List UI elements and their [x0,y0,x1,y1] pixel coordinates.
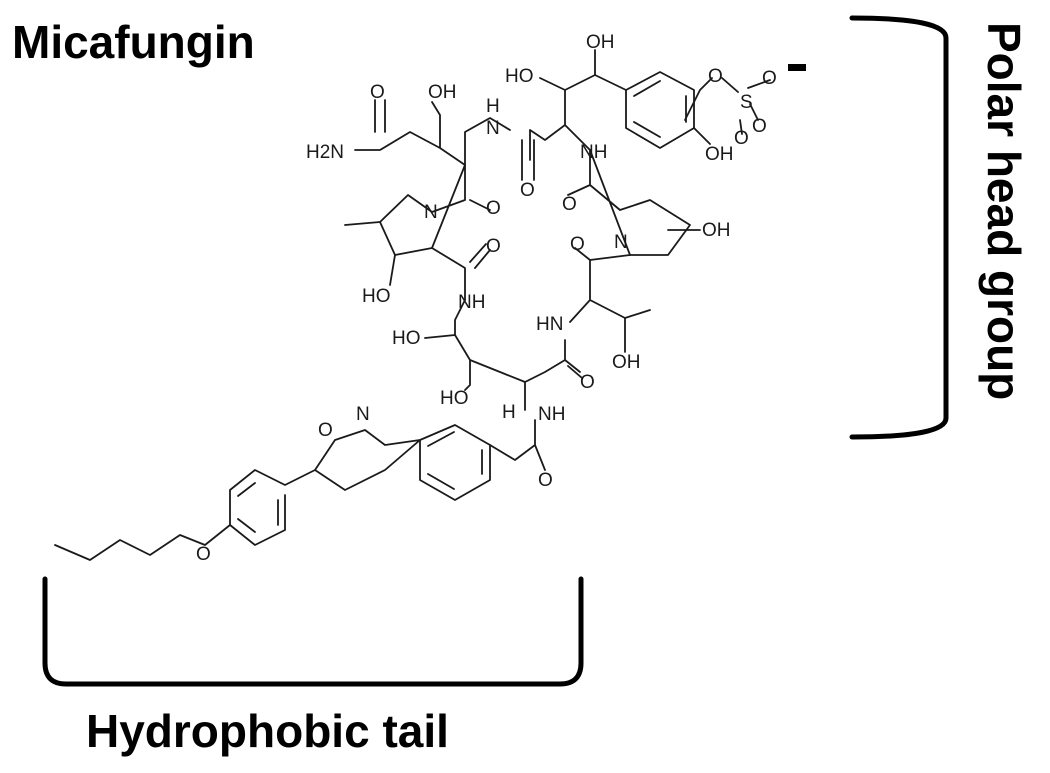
head-bracket [849,15,949,440]
atom-o-ether: O [196,544,211,565]
tail-bracket [42,576,584,687]
atom-o-isoxazole: O [318,420,333,441]
atom-oh-catechol: OH [705,144,734,165]
atom-oh-right-lower: OH [612,352,641,373]
atom-o-upper-carbonyl: O [520,180,535,201]
atom-h2n: H2N [306,142,344,163]
atom-hn-right: HN [536,314,563,335]
negative-charge-mark [788,64,806,71]
atom-s: S [740,92,753,113]
atom-nh-left: NH [458,292,485,313]
atom-o-lower-carbonyl: O [580,372,595,393]
atom-nh-upper-right: NH [580,142,607,163]
atom-o-right-carbonyl: O [570,234,585,255]
atom-labels: OH HO O S O O O OH NH O H N OH O H2N N O… [196,32,777,565]
atom-n-isoxazole: N [356,404,370,425]
atom-o-sulfonate-2: O [762,68,777,89]
atom-ho-left: HO [362,286,391,307]
atom-h-lower: H [502,402,516,423]
atom-o-amide: O [370,82,385,103]
atom-ho-top: HO [505,66,534,87]
atom-oh-upper-left: OH [428,82,457,103]
atom-oh-right-ring: OH [702,220,731,241]
atom-o-sulfonate-3: O [734,128,749,149]
atom-n-right-ring: N [614,232,628,253]
atom-ho-lower: HO [440,388,469,409]
atom-n-upper: N [486,118,500,139]
atom-n-left-ring: N [424,202,438,223]
atom-o-left-carbonyl: O [486,198,501,219]
atom-ho-mid: HO [392,328,421,349]
tail-label: Hydrophobic tail [86,705,449,757]
atom-o-sulfonate-1: O [708,66,723,87]
atom-o-right-ring-carbonyl: O [562,194,577,215]
atom-nh-lower: NH [538,404,565,425]
diagram-title: Micafungin [12,16,255,68]
atom-o-benzamide: O [538,470,553,491]
atom-oh-top: OH [586,32,615,53]
molecule-skeleton [54,49,771,561]
atom-o-mid-carbonyl: O [486,236,501,257]
atom-h-upper: H [486,96,500,117]
head-label: Polar head group [978,22,1030,400]
atom-o-sulfonate-4: O [752,116,767,137]
